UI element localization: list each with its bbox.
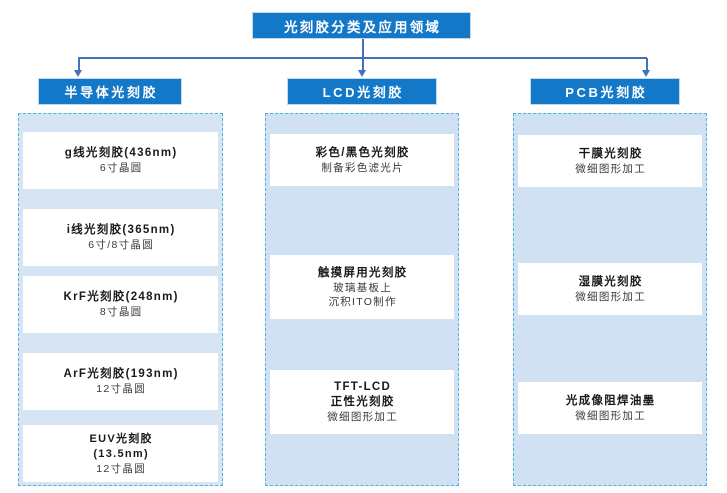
arrow-down-icon-3 — [642, 70, 650, 77]
item-subtitle: 微细图形加工 — [575, 290, 647, 303]
arrow-down-icon-1 — [74, 70, 82, 77]
item-subtitle: 玻璃基板上 — [333, 281, 393, 294]
category-header-lcd[interactable]: LCD光刻胶 — [287, 78, 437, 105]
list-item[interactable]: 彩色/黑色光刻胶 制备彩色滤光片 — [270, 134, 454, 186]
item-subtitle: (13.5nm) — [93, 447, 149, 460]
item-subtitle-2: 微细图形加工 — [327, 411, 399, 423]
connector-drop-1 — [78, 58, 80, 72]
item-subtitle: 12寸晶圆 — [96, 383, 146, 395]
list-item[interactable]: EUV光刻胶 (13.5nm) 12寸晶圆 — [23, 425, 218, 482]
connector-bus — [78, 57, 647, 59]
list-item[interactable]: ArF光刻胶(193nm) 12寸晶圆 — [23, 353, 218, 410]
item-subtitle: 正性光刻胶 — [330, 396, 395, 408]
item-title: TFT-LCD — [334, 381, 392, 393]
item-title: 触摸屏用光刻胶 — [317, 266, 408, 279]
category-header-pcb[interactable]: PCB光刻胶 — [530, 78, 680, 105]
column-semiconductor: g线光刻胶(436nm) 6寸晶圆 i线光刻胶(365nm) 6寸/8寸晶圆 K… — [18, 113, 223, 486]
item-subtitle: 6寸/8寸晶圆 — [88, 239, 154, 251]
list-item[interactable]: 触摸屏用光刻胶 玻璃基板上 沉积ITO制作 — [270, 255, 454, 319]
diagram-title: 光刻胶分类及应用领域 — [252, 12, 471, 39]
connector-drop-2 — [362, 58, 364, 72]
item-subtitle: 微细图形加工 — [575, 162, 647, 175]
item-title: KrF光刻胶(248nm) — [63, 291, 179, 303]
item-subtitle: 8寸晶圆 — [99, 306, 143, 318]
item-title: ArF光刻胶(193nm) — [63, 368, 179, 380]
item-subtitle: 微细图形加工 — [575, 409, 647, 422]
item-title: 湿膜光刻胶 — [578, 275, 643, 288]
connector-trunk — [362, 39, 364, 58]
list-item[interactable]: KrF光刻胶(248nm) 8寸晶圆 — [23, 276, 218, 333]
item-title: EUV光刻胶 — [89, 432, 153, 445]
item-title: 光成像阻焊油墨 — [565, 394, 656, 407]
item-subtitle-2: 12寸晶圆 — [96, 462, 146, 475]
column-pcb: 干膜光刻胶 微细图形加工 湿膜光刻胶 微细图形加工 光成像阻焊油墨 微细图形加工 — [513, 113, 707, 486]
arrow-down-icon-2 — [358, 70, 366, 77]
item-subtitle-2: 沉积ITO制作 — [328, 295, 397, 308]
item-title: 干膜光刻胶 — [578, 147, 643, 160]
connector-drop-3 — [646, 58, 648, 72]
item-title: i线光刻胶(365nm) — [66, 224, 176, 236]
column-lcd: 彩色/黑色光刻胶 制备彩色滤光片 触摸屏用光刻胶 玻璃基板上 沉积ITO制作 T… — [265, 113, 459, 486]
list-item[interactable]: TFT-LCD 正性光刻胶 微细图形加工 — [270, 370, 454, 434]
category-header-semiconductor[interactable]: 半导体光刻胶 — [38, 78, 182, 105]
item-title: g线光刻胶(436nm) — [64, 147, 178, 159]
list-item[interactable]: 光成像阻焊油墨 微细图形加工 — [518, 382, 702, 434]
item-title: 彩色/黑色光刻胶 — [315, 146, 410, 159]
item-subtitle: 制备彩色滤光片 — [321, 161, 404, 174]
item-subtitle: 6寸晶圆 — [99, 162, 143, 174]
list-item[interactable]: g线光刻胶(436nm) 6寸晶圆 — [23, 132, 218, 189]
list-item[interactable]: i线光刻胶(365nm) 6寸/8寸晶圆 — [23, 209, 218, 266]
list-item[interactable]: 湿膜光刻胶 微细图形加工 — [518, 263, 702, 315]
list-item[interactable]: 干膜光刻胶 微细图形加工 — [518, 135, 702, 187]
